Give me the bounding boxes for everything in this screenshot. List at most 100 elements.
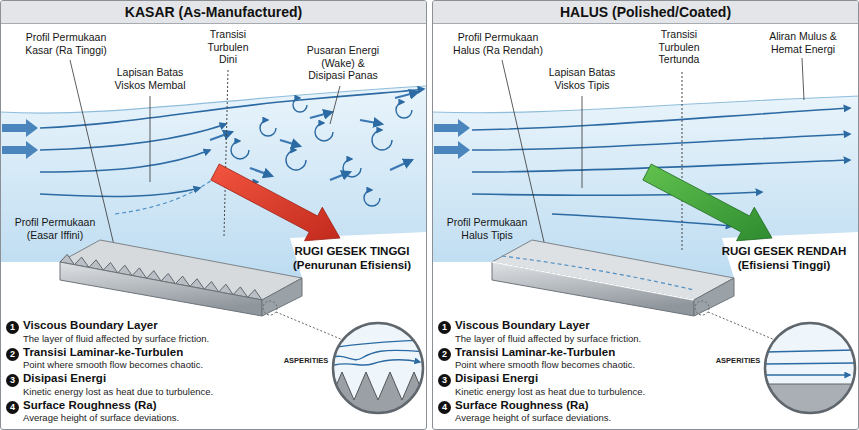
smooth-illustration	[432, 58, 859, 424]
inflow-arrow	[2, 119, 38, 137]
legend-title: Viscous Boundary Layer	[23, 319, 323, 332]
plate-side	[262, 278, 302, 316]
callout-label: Transisi Turbulen Dini	[199, 28, 257, 66]
legend-description: The layer of fluid affected by surface f…	[455, 333, 755, 345]
callout-label: Pusaran Energi (Wake) & Disipasi Panas	[302, 44, 384, 82]
loss-arrow	[211, 164, 340, 241]
transition-line	[224, 70, 228, 236]
legend-title: Disipasi Energi	[455, 372, 755, 385]
callout-label: Profil Permukaan Halus (Ra Rendah)	[446, 31, 550, 56]
panel-title: KASAR (As-Manufactured)	[1, 1, 426, 24]
callout-label: Transisi Turbulen Tertunda	[650, 28, 708, 66]
smooth-surface	[762, 384, 859, 424]
streamline	[40, 188, 200, 196]
boundary-edge	[432, 96, 859, 113]
streamlines	[472, 108, 850, 226]
detail-label: ASPERITIES	[713, 356, 763, 365]
legend-description: Kinetic energy lost as heat due to turbu…	[23, 386, 323, 398]
detail-label: ASPERITIES	[281, 356, 331, 365]
swirl-arrow	[364, 190, 380, 206]
turbulent-arrows	[210, 92, 418, 180]
detail-streamline	[330, 350, 426, 359]
legend-description: Average height of surface deviations.	[455, 412, 755, 424]
detail-leader	[708, 312, 775, 340]
legend-title: Disipasi Energi	[23, 372, 323, 385]
leader-lines	[502, 58, 804, 268]
swirl-arrow	[231, 141, 249, 159]
turbulent-arrow	[390, 160, 412, 170]
fluid-region	[0, 86, 427, 278]
legend-title: Transisi Laminar-ke-Turbulen	[23, 346, 323, 359]
detail-streamline	[330, 360, 420, 366]
callout-label: Profil Permukaan Halus Tipis	[438, 216, 536, 241]
turbulent-arrow	[280, 140, 300, 146]
legend-title: Viscous Boundary Layer	[455, 319, 755, 332]
streamline	[552, 214, 732, 226]
callout-number: 3	[6, 374, 19, 387]
callout-number: 4	[438, 401, 451, 414]
leader-line	[802, 58, 804, 100]
detail-spot	[263, 301, 277, 315]
leader-line	[150, 96, 151, 182]
detail-leader	[276, 312, 343, 340]
callout-number: 1	[438, 321, 451, 334]
legend-title: Surface Roughness (Ra)	[455, 399, 755, 412]
detail-flow	[762, 350, 858, 375]
turbulent-arrow	[360, 120, 382, 124]
streamline	[40, 89, 424, 128]
swirl-arrow	[396, 102, 412, 118]
surface-line	[762, 384, 858, 385]
streamline	[472, 192, 762, 195]
leader-lines	[70, 60, 340, 262]
streamline	[40, 150, 210, 172]
streamline	[40, 124, 226, 150]
smooth-edge	[492, 262, 694, 300]
fluid-region	[432, 96, 859, 278]
transition-line	[682, 72, 683, 252]
turbulent-arrow	[395, 92, 418, 98]
callout-label: Profil Permukaan (Easar Iffini)	[6, 216, 104, 241]
callout-label: Lapisan Batas Viskos Tipis	[536, 66, 628, 91]
leader-line	[330, 86, 340, 124]
turbulent-arrow	[310, 112, 332, 118]
swirl-arrow	[260, 120, 276, 136]
detail-streamline	[762, 363, 858, 364]
swirl-arrow	[293, 98, 307, 112]
legend-title: Transisi Laminar-ke-Turbulen	[455, 346, 755, 359]
callout-number: 4	[6, 401, 19, 414]
legend-description: Average height of surface deviations.	[23, 412, 323, 424]
plate-face	[60, 262, 262, 316]
legend-description: The layer of fluid affected by surface f…	[23, 333, 323, 345]
callout-number: 2	[438, 348, 451, 361]
callout-number: 1	[6, 321, 19, 334]
streamline	[472, 108, 850, 130]
callout-label: Aliran Mulus & Hemat Energi	[754, 30, 852, 55]
panel-title: HALUS (Polished/Coated)	[433, 1, 858, 24]
callout-label: Profil Permukaan Kasar (Ra Tinggi)	[14, 31, 118, 56]
panel-ground	[432, 0, 859, 430]
legend-description: Point where smooth flow becomes chaotic.	[455, 359, 755, 371]
magnifier-content	[330, 340, 426, 420]
detail-flow	[330, 340, 426, 366]
plate-face	[492, 262, 694, 316]
leader-line	[582, 96, 583, 188]
plate-side	[694, 278, 734, 316]
magnifier-ring	[333, 323, 423, 413]
turbulent-arrow	[210, 132, 232, 140]
swirl-arrow	[372, 130, 392, 150]
detail-spot	[695, 301, 709, 315]
callout-label: Lapisan Batas Viskos Membal	[104, 66, 196, 91]
turbulent-arrow	[330, 172, 350, 180]
legend-description: Kinetic energy lost as heat due to turbu…	[455, 386, 755, 398]
swirl-arrow	[286, 150, 306, 170]
detail-streamline	[330, 340, 426, 348]
rough-illustration	[0, 60, 427, 420]
callout-number: 3	[438, 374, 451, 387]
streamline	[472, 134, 850, 150]
loss-arrow	[643, 164, 772, 241]
inflow-arrow	[2, 141, 38, 159]
loss-label: RUGI GESEK RENDAH (Efisiensi Tinggi)	[714, 245, 854, 272]
detail-streamline	[762, 350, 858, 352]
legend-description: Point where smooth flow becomes chaotic.	[23, 359, 323, 371]
detail-streamline	[762, 374, 850, 375]
